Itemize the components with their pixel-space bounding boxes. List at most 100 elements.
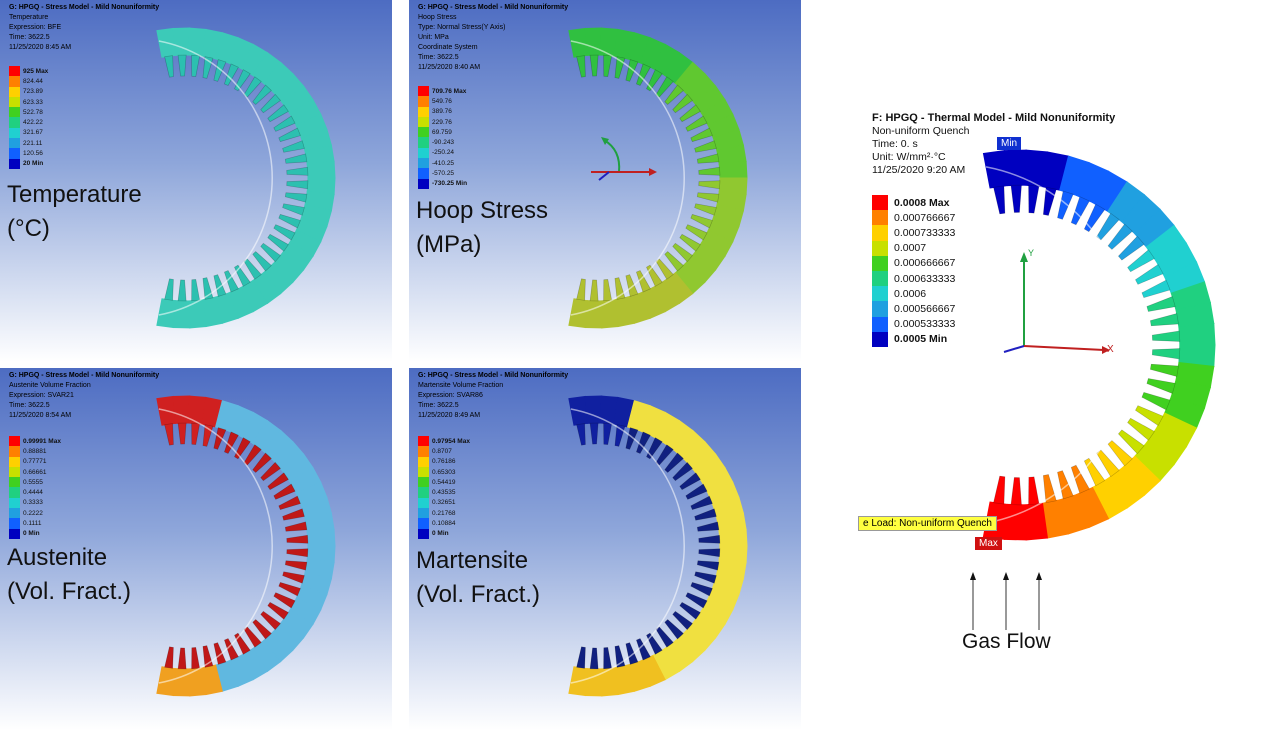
label-line-2: (Vol. Fract.) <box>416 581 541 608</box>
gear-tooth <box>282 571 305 584</box>
header-line: Temperature <box>9 14 49 21</box>
gear-tooth <box>267 472 289 491</box>
legend-swatch <box>9 528 20 539</box>
gear-tooth <box>213 274 227 297</box>
gear-tooth <box>260 242 281 263</box>
legend-swatch <box>9 158 20 169</box>
legend-swatch <box>418 137 429 148</box>
gear-tooth <box>694 571 717 584</box>
gear-tooth <box>191 422 201 445</box>
gear-tooth <box>1118 429 1145 455</box>
gear-tooth <box>252 251 272 272</box>
legend-swatch <box>872 331 888 347</box>
legend-swatch <box>418 158 429 169</box>
legend-swatch <box>872 255 888 271</box>
header-line: Time: 3622.5 <box>418 54 459 61</box>
legend-swatch <box>418 487 429 498</box>
thermal-header: F: HPGQ - Thermal Model - Mild Nonunifor… <box>872 112 1115 177</box>
legend-label: -250.24 <box>432 149 455 157</box>
gear-tooth <box>576 278 586 301</box>
panel-header: G: HPGQ - Stress Model - Mild Nonuniform… <box>9 371 159 421</box>
legend-swatch <box>9 148 20 159</box>
gear-ring-segment <box>584 27 603 56</box>
legend-label: -570.25 <box>432 170 455 178</box>
legend-entry: -410.25 <box>418 158 467 169</box>
gear-tooth <box>685 483 708 500</box>
gear-tooth <box>234 69 251 92</box>
gear-ring-segment <box>172 395 191 424</box>
legend-swatch <box>872 240 888 256</box>
gear-tooth <box>1010 477 1022 506</box>
legend-swatch <box>418 518 429 529</box>
gear-tooth <box>260 461 281 482</box>
gear-rim-line <box>158 408 273 684</box>
gear-tooth <box>273 224 296 241</box>
legend-swatch <box>872 225 888 241</box>
gear-tooth <box>679 104 701 123</box>
gear-tooth <box>664 84 684 105</box>
legend-label: 0.97954 Max <box>432 437 470 445</box>
legend-entry: 0.000766667 <box>872 210 955 226</box>
gear-tooth <box>1057 470 1074 500</box>
gas-flow-label: Gas Flow <box>962 630 1051 653</box>
legend-swatch <box>9 466 20 478</box>
legend-label: 0.65303 <box>432 468 456 476</box>
legend-entry: 0.0005 Min <box>872 331 955 347</box>
gear-tooth <box>690 582 713 597</box>
gear-tooth <box>603 54 613 77</box>
gear-tooth <box>1083 203 1106 233</box>
hoop-stress-panel: G: HPGQ - Stress Model - Mild Nonuniform… <box>409 0 801 362</box>
gear-tooth <box>284 192 308 203</box>
legend-entry: 0.2222 <box>9 508 61 519</box>
label-line-2: (°C) <box>7 215 50 242</box>
gear-tooth <box>625 642 639 665</box>
gear-tooth <box>273 483 296 500</box>
gas-flow-arrows <box>970 572 1042 630</box>
gear-tooth <box>191 54 201 77</box>
header-line: G: HPGQ - Stress Model - Mild Nonuniform… <box>418 372 569 379</box>
gear-tooth <box>284 521 308 532</box>
legend-swatch <box>418 147 429 159</box>
gear-ring-segment <box>718 528 748 547</box>
gear-tooth <box>286 180 309 190</box>
legend-entry: 0.21768 <box>418 508 470 519</box>
gear-tooth <box>1010 184 1022 213</box>
legend-entry: 0.97954 Max <box>418 436 470 447</box>
header-line: Type: Normal Stress(Y Axis) <box>418 24 506 31</box>
legend-entry: 0.8707 <box>418 446 470 457</box>
gear-tooth <box>286 166 309 176</box>
legend-label: 0.000566667 <box>894 302 956 315</box>
gear-tooth <box>1135 405 1164 426</box>
legend-label: 0.76186 <box>432 458 456 466</box>
legend-label: 0.43535 <box>432 489 456 497</box>
legend-swatch <box>418 168 429 179</box>
gear-ring-segment <box>172 668 191 697</box>
thermal-panel: Y X F: HPGQ - Thermal Model - Mild Nonun… <box>802 0 1280 731</box>
gear-ring-segment <box>306 160 336 179</box>
gear-tooth <box>664 251 684 272</box>
header-line: Austenite Volume Fraction <box>9 382 91 389</box>
legend-swatch <box>9 446 20 457</box>
axis-y-label: Y <box>1028 248 1034 258</box>
legend-label: 723.89 <box>23 88 43 96</box>
gear-martensite-plot <box>568 395 748 697</box>
gear-tooth <box>1028 185 1040 214</box>
gear-tooth <box>267 233 289 252</box>
header-line: 11/25/2020 8:45 AM <box>9 44 72 51</box>
gear-tooth <box>191 647 201 670</box>
legend-swatch <box>9 66 20 77</box>
legend-entry: 229.76 <box>418 116 467 128</box>
legend-label: 0.000633333 <box>894 272 956 285</box>
martensite-panel: G: HPGQ - Stress Model - Mild Nonuniform… <box>409 368 801 730</box>
legend-swatch <box>9 76 20 87</box>
gear-rim-line <box>570 408 685 684</box>
legend-swatch <box>872 195 888 211</box>
legend-label: 0 Min <box>23 530 40 538</box>
legend-swatch <box>872 286 888 302</box>
gear-tooth <box>679 601 701 620</box>
legend-swatch <box>418 86 429 97</box>
gear-tooth <box>672 93 693 114</box>
legend-label: 321.67 <box>23 129 43 137</box>
gear-tooth <box>625 427 639 450</box>
gear-tooth <box>1150 313 1179 327</box>
